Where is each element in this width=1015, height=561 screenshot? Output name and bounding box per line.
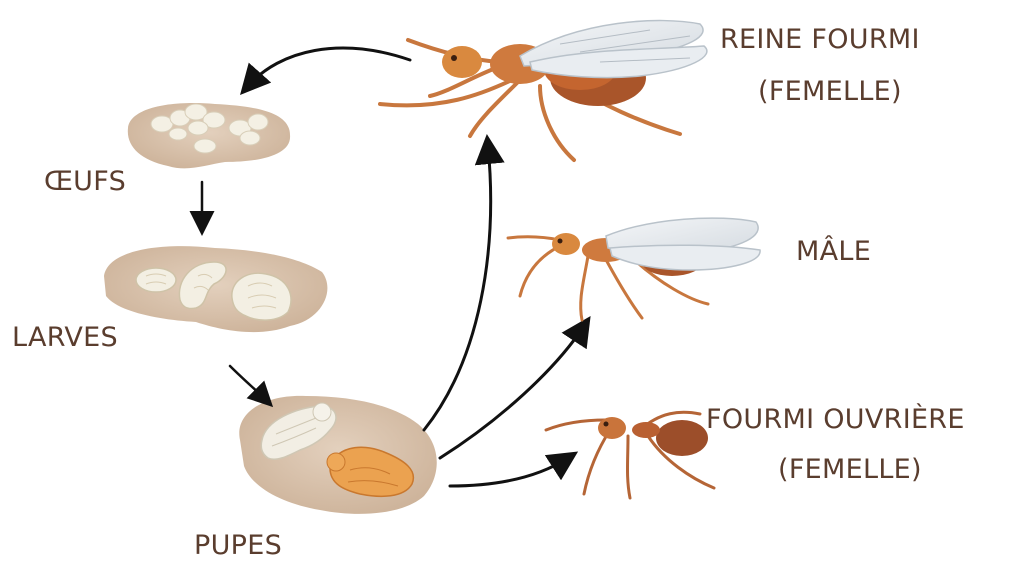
arrow-larvae-to-pupae (230, 366, 266, 400)
larvae-nest (104, 246, 327, 332)
male-ant (508, 218, 760, 320)
eggs-nest (128, 103, 290, 168)
label-larvae: LARVES (12, 324, 118, 351)
worker-ant (546, 412, 714, 498)
label-eggs: ŒUFS (44, 168, 126, 195)
label-queen-line2: (FEMELLE) (758, 78, 902, 105)
arrow-queen-to-eggs (248, 48, 410, 86)
label-worker-line2: (FEMELLE) (778, 456, 922, 483)
pupae-nest (239, 396, 436, 514)
queen-ant (380, 21, 707, 160)
arrow-pupae-to-queen (424, 146, 491, 430)
label-pupae: PUPES (194, 532, 282, 559)
label-worker-line1: FOURMI OUVRIÈRE (706, 406, 965, 433)
arrow-pupae-to-worker (450, 458, 568, 486)
arrow-pupae-to-male (440, 326, 584, 458)
label-queen-line1: REINE FOURMI (720, 26, 920, 53)
label-male: MÂLE (796, 238, 871, 265)
